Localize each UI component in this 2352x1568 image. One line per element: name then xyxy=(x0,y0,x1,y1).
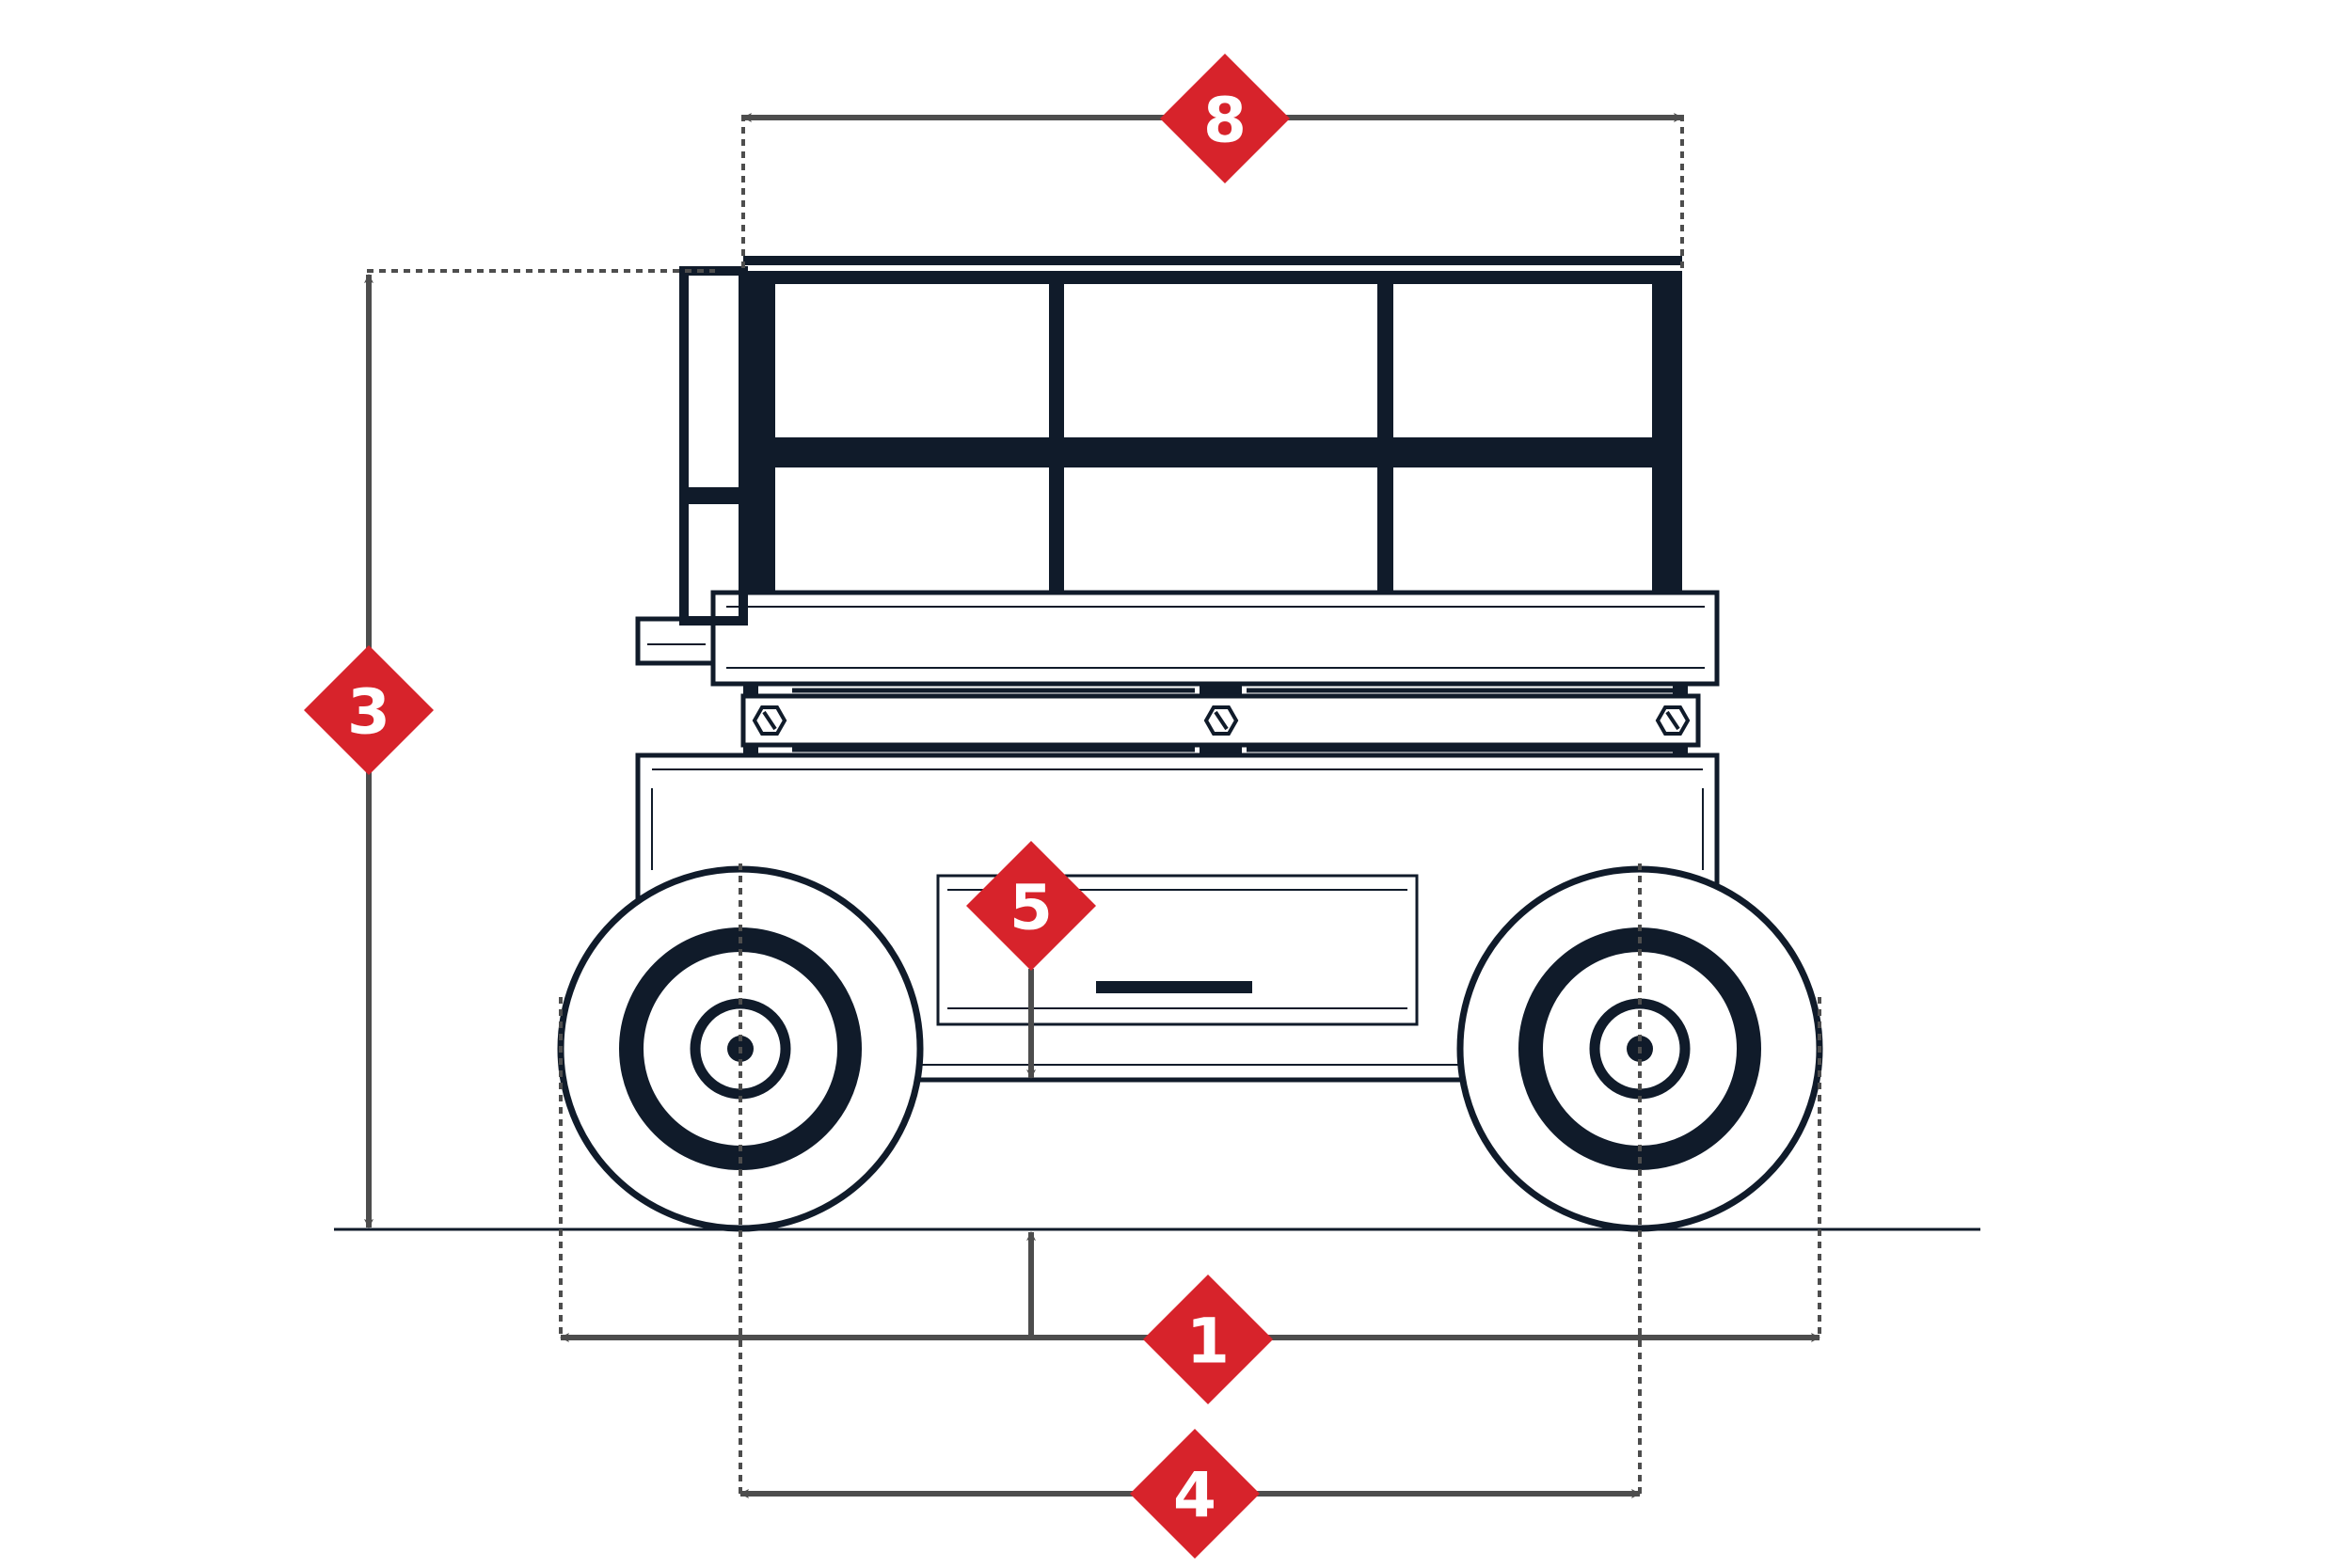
guardrail-post-1 xyxy=(1049,282,1064,593)
badge-overall-height-label: 3 xyxy=(347,676,390,749)
guardrail-mid-rail xyxy=(762,437,1665,467)
deck-extension-handle xyxy=(635,616,716,666)
guardrail-top-rail xyxy=(743,271,1682,284)
badge-overall-width-label: 8 xyxy=(1203,85,1247,157)
guardrail-right-post xyxy=(1652,271,1682,593)
pivot-pin-center xyxy=(1203,705,1239,736)
badge-overall-length-label: 1 xyxy=(1186,1306,1230,1378)
guardrail-post-2 xyxy=(1377,282,1393,593)
dimension-lines xyxy=(364,113,1821,1498)
badge-overall-height: 3 xyxy=(304,645,434,775)
badge-overall-width: 8 xyxy=(1160,54,1290,183)
guardrail-top-cap xyxy=(743,256,1682,265)
badge-overall-length: 1 xyxy=(1143,1275,1273,1404)
badge-wheelbase: 4 xyxy=(1130,1429,1260,1559)
entry-gate-frame xyxy=(679,266,748,626)
pivot-pin-left xyxy=(752,705,787,736)
guardrail xyxy=(679,256,1682,626)
entry-gate-bar xyxy=(684,487,743,504)
badge-ground-clearance-label: 5 xyxy=(1009,872,1053,944)
dimension-badges: 8 3 5 1 4 xyxy=(304,54,1290,1559)
platform-deck xyxy=(635,590,1720,687)
badge-ground-clearance: 5 xyxy=(966,841,1096,971)
badge-wheelbase-label: 4 xyxy=(1173,1460,1216,1532)
scissor-lift-drawing xyxy=(334,256,1980,1232)
scissor-stack xyxy=(740,684,1701,754)
pivot-pin-right xyxy=(1655,705,1691,736)
guardrail-left-post xyxy=(743,271,775,593)
battery-compartment xyxy=(936,874,1419,1026)
compartment-handle xyxy=(1096,981,1252,993)
